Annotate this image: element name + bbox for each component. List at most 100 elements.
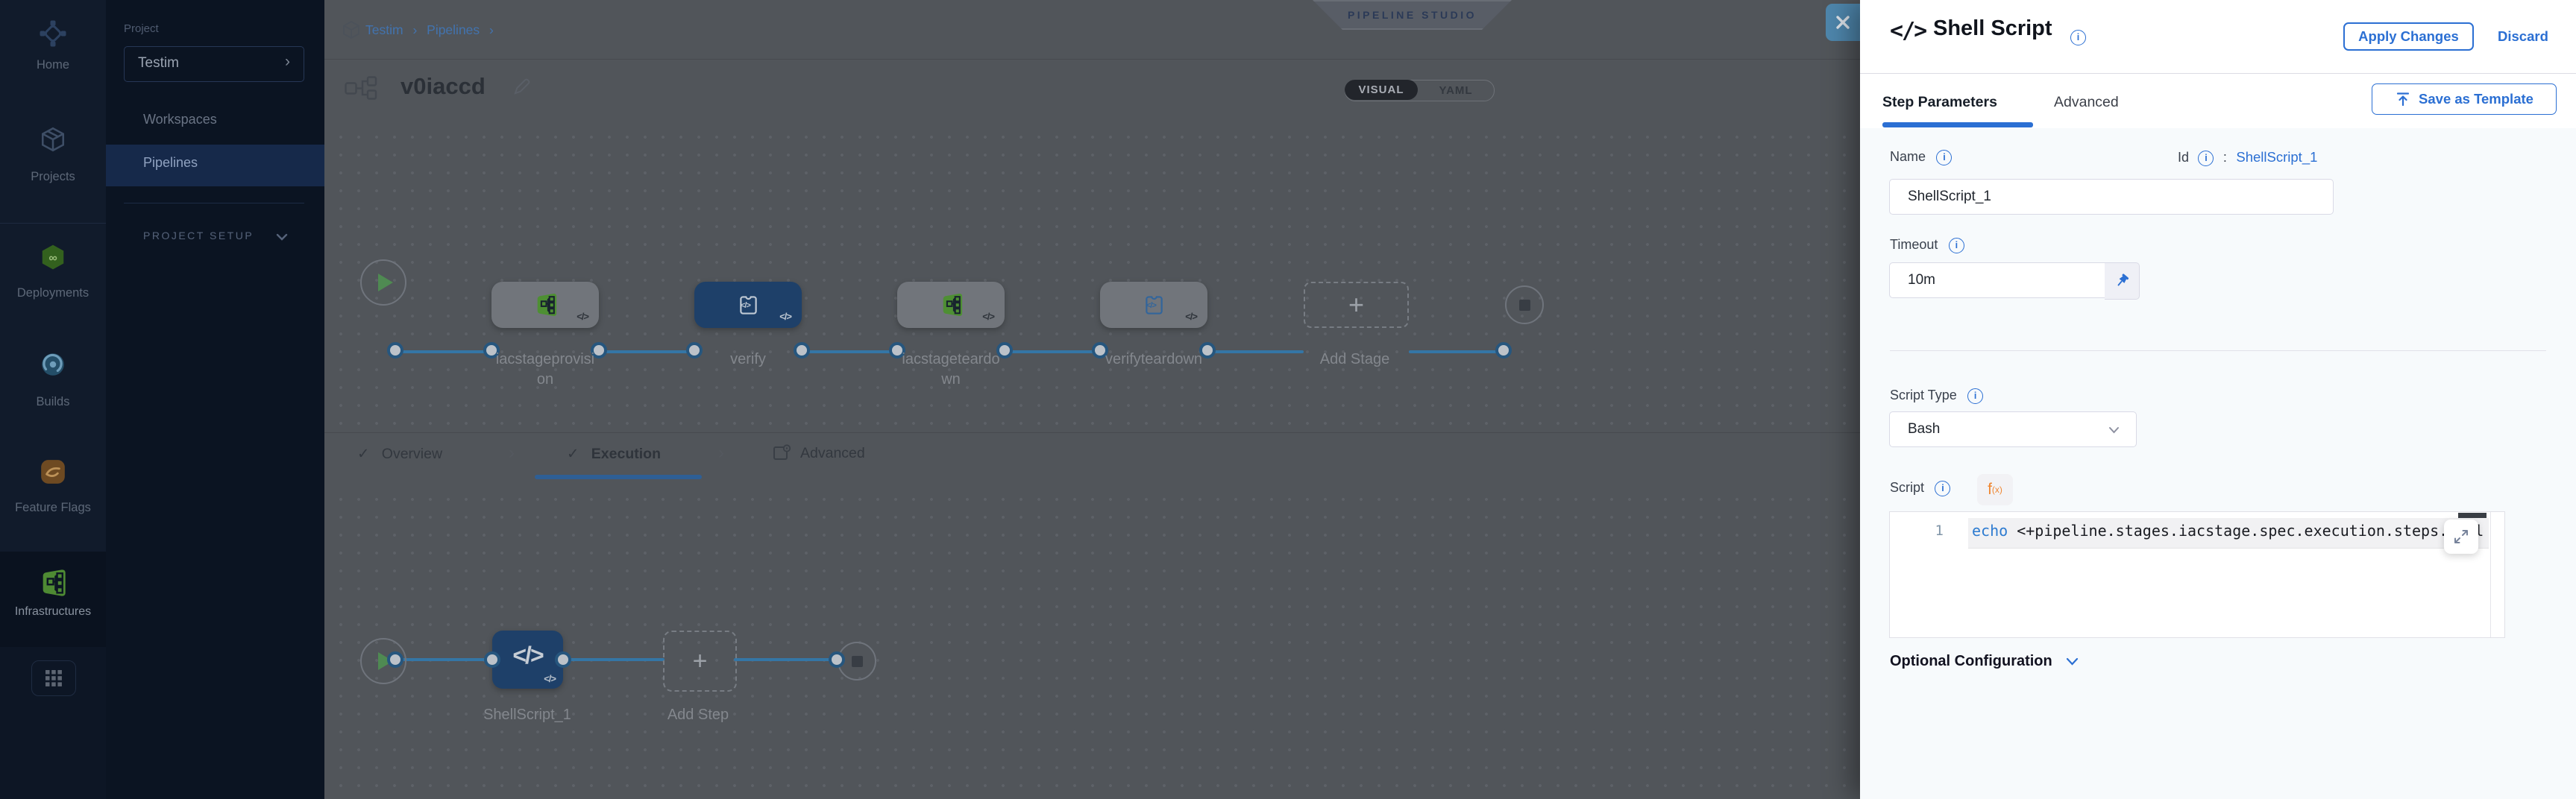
step-node-shellscript[interactable]: </> </> [492,631,563,689]
iacm-stage-icon [943,294,963,316]
drawer-title: Shell Script [1933,16,2052,40]
timeout-pin-button[interactable] [2105,262,2140,300]
tab-execution[interactable]: ✓ Execution [567,445,661,463]
sidebar-item-pipelines[interactable]: Pipelines [143,155,198,170]
script-label-row: Script i [1890,480,1951,497]
link-port [1199,342,1216,359]
code-text: <+pipeline.stages.iacstage.spec.executio… [2008,522,2484,540]
sidebar-item-infrastructures[interactable] [0,568,106,601]
chevron-right-icon: › [285,53,290,70]
shell-script-icon: </> [1890,18,1927,44]
stage-canvas [324,121,1860,432]
stage-node-iacstageprovision[interactable]: </> [491,282,599,328]
toggle-visual[interactable]: VISUAL [1345,80,1418,100]
toggle-yaml[interactable]: YAML [1439,84,1473,97]
sidebar-item-projects[interactable] [0,125,106,157]
info-icon[interactable]: i [2070,30,2086,45]
stage-node-verifyteardown[interactable]: </> </> [1100,282,1207,328]
sidebar-item-feature-flags[interactable] [0,458,106,490]
info-icon[interactable]: i [1967,388,1984,405]
name-label: Name [1890,149,1926,164]
discard-button[interactable]: Discard [2498,28,2548,44]
code-badge-icon: </> [544,673,556,684]
tab-overview[interactable]: ✓ Overview [357,445,442,463]
play-icon [378,274,393,291]
builds-icon [42,353,64,376]
stage-label: verifyteardown [1105,351,1203,367]
name-input[interactable] [1889,179,2334,215]
id-value-link[interactable]: ShellScript_1 [2236,149,2318,165]
stage-label: iacstageteardown [902,351,1000,388]
fx-expression-button[interactable]: f(x) [1977,474,2013,505]
add-stage-button[interactable]: + [1304,282,1409,328]
link-port [996,342,1013,359]
editor-expand-button[interactable] [2444,519,2478,554]
sidebar-item-builds[interactable] [0,350,106,382]
selected-tab-underline [535,475,702,479]
code-keyword: echo [1972,522,2008,540]
script-type-value: Bash [1908,421,1941,437]
stage-label: verify [730,351,766,367]
sidebar-item-projects-label: Projects [31,170,75,183]
project-section-label: Project [124,22,159,35]
sidebar-item-home[interactable] [0,19,106,51]
project-cube-icon [343,21,359,39]
harness-logo-icon [40,20,66,47]
rail-divider [0,223,106,224]
connector [399,658,494,661]
tab-advanced-drawer[interactable]: Advanced [2054,94,2119,110]
apply-changes-button[interactable]: Apply Changes [2343,22,2474,51]
sidebar-item-deployments[interactable]: ∞ [0,243,106,275]
project-selector[interactable]: Testim › [124,46,304,82]
custom-stage-icon [1146,296,1163,315]
module-grid-button[interactable] [31,660,76,696]
view-toggle: VISUAL YAML [1345,80,1495,101]
id-row: Id i : ShellScript_1 [2178,149,2318,167]
line-number: 1 [1935,522,1944,539]
stage-node-verify[interactable]: </> </> [694,282,802,328]
info-icon[interactable]: i [1936,150,1953,166]
timeout-input[interactable] [1889,262,2105,298]
link-port [387,651,403,668]
info-icon[interactable]: i [1935,481,1951,497]
active-line-highlight [1968,518,2489,549]
drawer-close-button[interactable] [1826,4,1860,41]
timeout-field-label-row: Timeout i [1890,237,1964,254]
sidebar-item-home-label: Home [36,58,69,72]
feature-flags-icon [41,460,65,484]
script-code-editor[interactable]: 1 echo <+pipeline.stages.iacstage.spec.e… [1889,511,2505,638]
code-badge-icon: </> [982,311,995,322]
info-icon[interactable]: i [2198,151,2214,167]
tab-step-parameters[interactable]: Step Parameters [1882,94,1997,110]
name-field-label-row: Name i [1890,149,1953,166]
breadcrumb-pipelines-link[interactable]: Pipelines [427,22,480,37]
check-icon: ✓ [357,446,370,462]
project-selector-value: Testim [138,55,179,71]
script-type-label-row: Script Type i [1890,388,1984,405]
sidebar-item-workspaces[interactable]: Workspaces [143,112,217,127]
fx-label: f [1988,481,1992,498]
link-port [686,342,703,359]
optional-configuration-toggle[interactable]: Optional Configuration [1890,653,2079,670]
drawer-tab-underline [1882,122,2033,127]
pipeline-start-node [360,259,406,306]
edit-pencil-icon[interactable] [512,78,531,97]
add-step-button[interactable]: + [663,631,737,692]
script-type-select[interactable]: Bash [1889,411,2137,447]
link-port [1092,342,1108,359]
iacm-stage-icon [537,294,557,316]
custom-stage-code-glyph: </> [1146,301,1157,310]
link-port [484,651,500,668]
stage-node-iacstageteardown[interactable]: </> [897,282,1005,328]
module-nav-rail: Home Projects ∞ Deployments Builds Featu… [0,0,106,799]
info-icon[interactable]: i [1948,238,1964,254]
stop-square-icon [851,655,863,667]
code-line: echo <+pipeline.stages.iacstage.spec.exe… [1972,522,2489,540]
project-setup-toggle[interactable]: PROJECT SETUP [143,230,254,241]
tab-advanced[interactable]: Advanced [772,443,865,463]
save-as-template-button[interactable]: Save as Template [2372,83,2557,115]
breadcrumb-project-link[interactable]: Testim [365,22,403,37]
tab-execution-label: Execution [591,446,661,462]
editor-scrollbar-thumb[interactable] [2458,513,2487,518]
check-icon: ✓ [567,446,579,462]
